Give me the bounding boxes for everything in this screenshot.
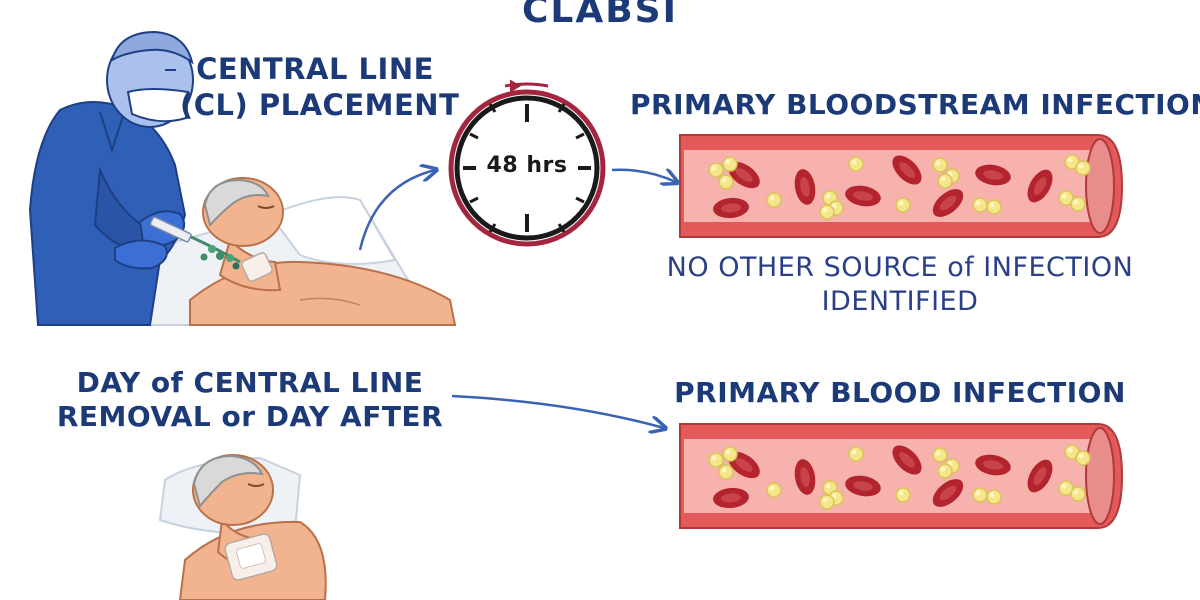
primary-bloodstream-infection-title: PRIMARY BLOODSTREAM INFECTION [630,88,1200,121]
blood-vessel-bottom [679,423,1124,529]
doctor-patient-illustration [28,30,457,326]
arrow-to-clock [358,170,435,251]
primary-blood-infection-title: PRIMARY BLOOD INFECTION [674,376,1126,409]
clock-label: 48 hrs [477,153,577,178]
patient-with-dressing-illustration [158,454,327,600]
blood-vessel-top [679,134,1124,238]
central-line-label-line1: CENTRAL LINE [196,52,434,86]
arrow-to-vessel-bottom [451,394,664,428]
no-other-source-note-line1: NO OTHER SOURCE of INFECTION [666,252,1134,283]
arrow-to-vessel-top [611,170,676,182]
page-title: CLABSI [522,0,678,31]
removal-label-line2: REMOVAL or DAY AFTER [56,400,444,433]
no-other-source-note-line2: IDENTIFIED [821,286,979,317]
central-line-label-line2: (CL) PLACEMENT [180,88,460,122]
removal-label-line1: DAY of CENTRAL LINE [76,366,424,399]
